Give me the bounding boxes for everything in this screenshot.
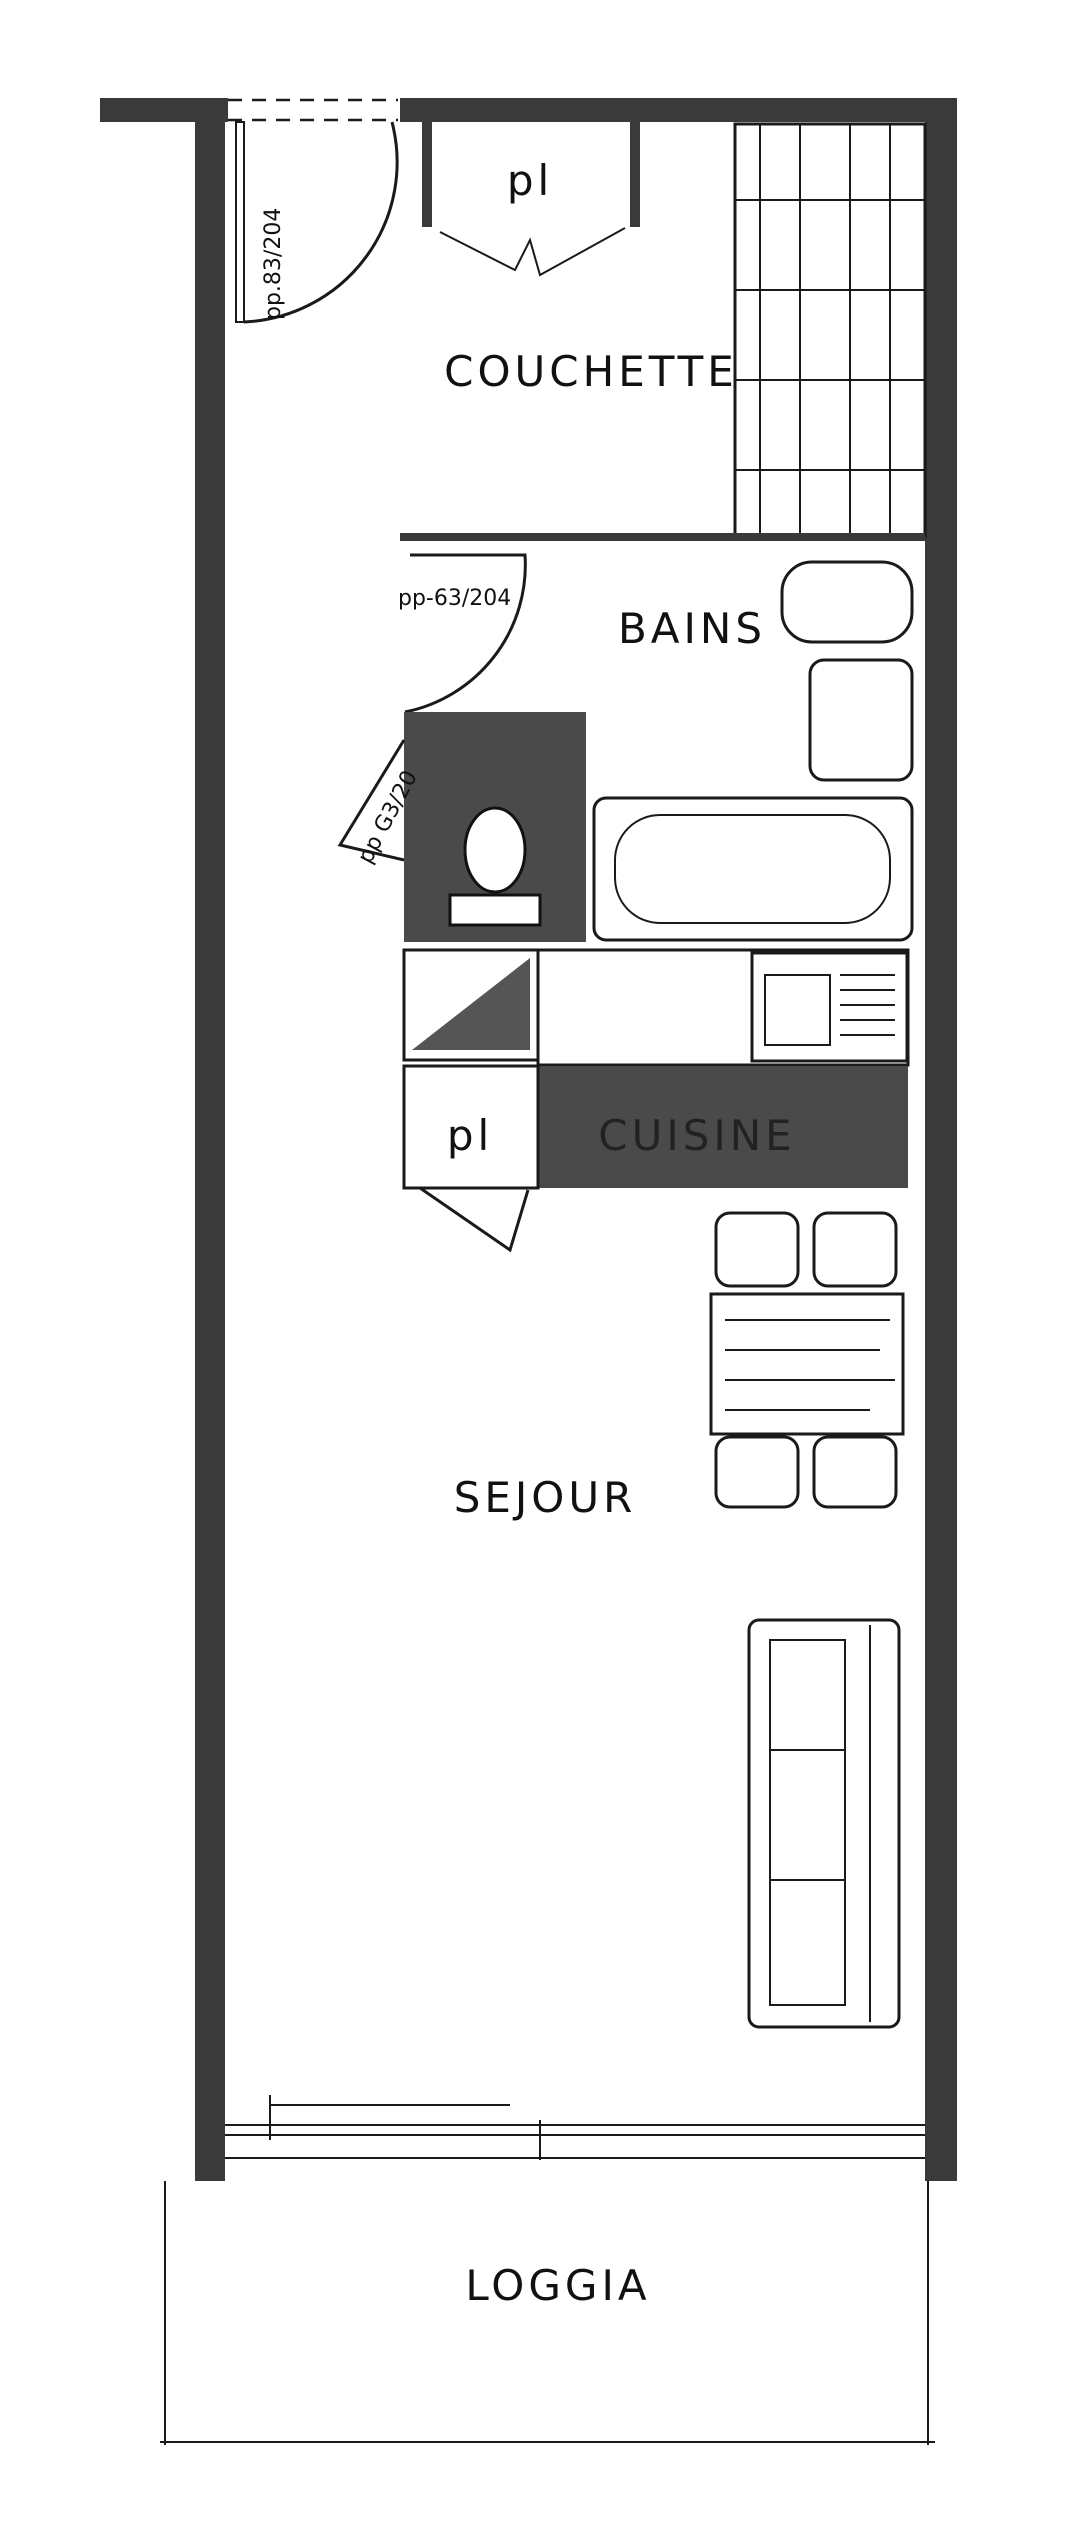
room-label-loggia: LOGGIA <box>465 2261 650 2310</box>
closet-kitchen: pl <box>402 1064 540 1253</box>
exterior-walls <box>100 98 957 2181</box>
room-label-bains: BAINS <box>618 604 766 653</box>
room-label-sejour: SEJOUR <box>454 1473 637 1522</box>
wc: pp G3/20 <box>337 712 586 942</box>
dining-set <box>709 1211 905 1509</box>
room-label-cuisine: CUISINE <box>598 1111 795 1160</box>
entry-door-label: pp.83/204 <box>261 208 286 320</box>
bathtub <box>592 796 914 942</box>
sofa <box>747 1618 901 2029</box>
washbasin <box>808 658 914 782</box>
bath-door: pp-63/204 <box>398 553 527 714</box>
bed <box>733 122 927 538</box>
kitchen-storage <box>402 948 540 1062</box>
window <box>225 2095 925 2160</box>
bidet <box>780 560 914 644</box>
bath-door-label: pp-63/204 <box>398 586 511 611</box>
closet-kitchen-label: pl <box>447 1111 493 1160</box>
bath-partition-wall <box>400 533 925 541</box>
kitchen-counter <box>536 948 910 1067</box>
kitchen-worktop <box>538 1066 908 1188</box>
closet-top-label: pl <box>507 156 553 205</box>
entry-door: pp.83/204 <box>228 98 399 324</box>
loggia <box>160 2181 935 2445</box>
room-label-couchette: COUCHETTE <box>444 347 738 396</box>
kitchen-sink <box>750 951 909 1063</box>
closet-top: pl <box>422 122 640 277</box>
